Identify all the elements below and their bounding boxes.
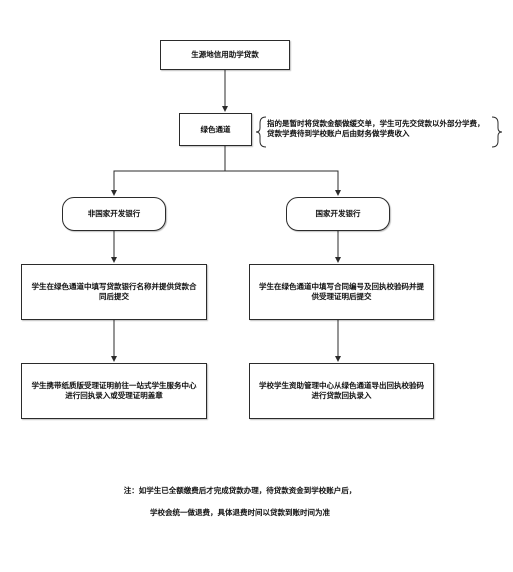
green-channel-label: 绿色通道 bbox=[200, 124, 231, 134]
annotation-brace-left bbox=[255, 116, 267, 148]
branch-connector-right bbox=[225, 170, 341, 196]
left-step1-label: 学生在绿色通道中填写贷款银行名称并提供贷款合同后提交 bbox=[31, 282, 197, 301]
annotation-brace-right bbox=[491, 116, 503, 148]
start-node: 生源地信用助学贷款 bbox=[160, 40, 290, 70]
state-bank-label: 国家开发银行 bbox=[315, 209, 361, 218]
right-step1-label: 学生在绿色通道中填写合同编号及回执校验码并提供受理证明后提交 bbox=[259, 282, 424, 301]
start-node-label: 生源地信用助学贷款 bbox=[191, 50, 259, 59]
branch-connector bbox=[111, 146, 226, 196]
right-step2-label: 学校学生资助管理中心从绿色通道导出回执校验码进行贷款回执录入 bbox=[259, 381, 424, 400]
right-step1-node: 学生在绿色通道中填写合同编号及回执校验码并提供受理证明后提交 bbox=[249, 264, 434, 320]
green-channel-node: 绿色通道 bbox=[179, 113, 252, 146]
left-step2-node: 学生携带纸质版受理证明前往一站式学生服务中心进行回执录入或受理证明盖章 bbox=[21, 363, 207, 419]
footer-note-line2: 学校会统一做退费，具体退费时间以贷款到账时间为准 bbox=[150, 508, 330, 517]
left-step2-label: 学生携带纸质版受理证明前往一站式学生服务中心进行回执录入或受理证明盖章 bbox=[31, 381, 197, 400]
green-channel-annotation: 指的是暂时将贷款金额做缓交单，学生可先交贷款以外部分学费，贷款学费待到学校账户后… bbox=[267, 119, 485, 138]
footer-note: 注：如学生已全额缴费后才完成贷款办理，待贷款资金到学校账户后， 学校会统一做退费… bbox=[60, 474, 420, 529]
footer-note-line1: 注：如学生已全额缴费后才完成贷款办理，待贷款资金到学校账户后， bbox=[123, 486, 357, 495]
non-state-bank-node: 非国家开发银行 bbox=[62, 197, 166, 231]
non-state-bank-label: 非国家开发银行 bbox=[87, 209, 141, 218]
right-step2-node: 学校学生资助管理中心从绿色通道导出回执校验码进行贷款回执录入 bbox=[249, 363, 434, 419]
state-bank-node: 国家开发银行 bbox=[286, 197, 390, 231]
left-step1-node: 学生在绿色通道中填写贷款银行名称并提供贷款合同后提交 bbox=[21, 264, 207, 320]
